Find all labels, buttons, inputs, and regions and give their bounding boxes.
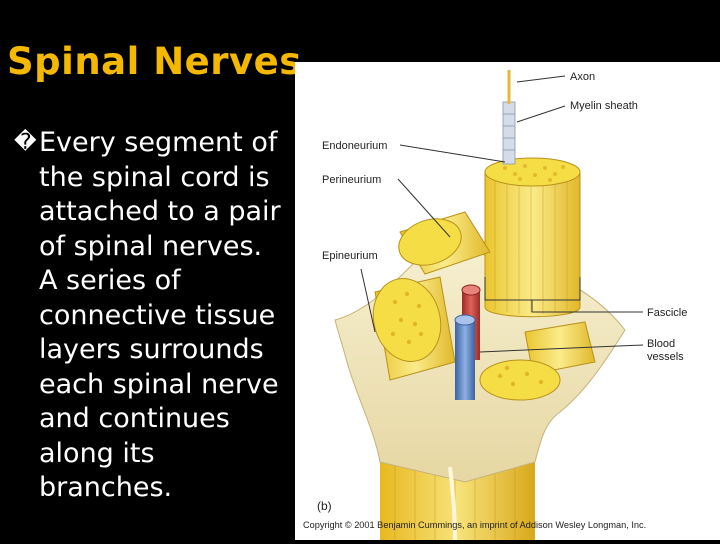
vein-shape <box>455 320 475 400</box>
fascicle-center-dots <box>503 164 565 182</box>
bullet-text: Every segment of the spinal cord is atta… <box>39 127 281 503</box>
copyright-text: Copyright © 2001 Benjamin Cummings, an i… <box>303 520 646 530</box>
label-myelin-sheath: Myelin sheath <box>570 100 638 112</box>
fascicle-left-lower-dots <box>390 291 424 345</box>
nerve-anatomy-illustration: Axon Myelin sheath Endoneurium Perineuri… <box>303 70 687 541</box>
label-epineurium: Epineurium <box>322 250 378 262</box>
myelin-sheath-shape <box>502 101 516 165</box>
sheet-fold <box>448 466 457 541</box>
label-panel-b: (b) <box>317 499 332 513</box>
label-perineurium: Perineurium <box>322 174 381 186</box>
axon-shape <box>507 70 511 104</box>
myelin-segments <box>503 113 515 151</box>
fascicle-left-upper-top <box>398 218 462 266</box>
fascicle-bottom-dots <box>497 365 544 387</box>
artery-top <box>461 284 481 296</box>
epineurium-sheet <box>334 247 626 483</box>
slide-title: Spinal Nerves <box>7 40 302 83</box>
fascicle-center-top <box>484 157 581 187</box>
bullet-glyph: � <box>14 130 37 155</box>
fascicle-right <box>524 321 596 375</box>
fascicle-bottom-top <box>479 359 561 401</box>
nerve-figure-panel: Axon Myelin sheath Endoneurium Perineuri… <box>295 62 720 541</box>
leader-lines <box>360 75 644 353</box>
bullet-paragraph: � Every segment of the spinal cord is at… <box>14 126 284 506</box>
fascicle-center-fibers <box>494 177 568 314</box>
fascicle-left-lower-top <box>372 278 442 362</box>
label-blood: Blood <box>647 338 675 350</box>
fascicle-center <box>484 171 581 318</box>
label-endoneurium: Endoneurium <box>322 140 387 152</box>
vein-top <box>454 314 476 326</box>
label-fascicle: Fascicle <box>647 307 687 319</box>
label-axon: Axon <box>570 71 595 83</box>
label-vessels: vessels <box>647 351 684 363</box>
